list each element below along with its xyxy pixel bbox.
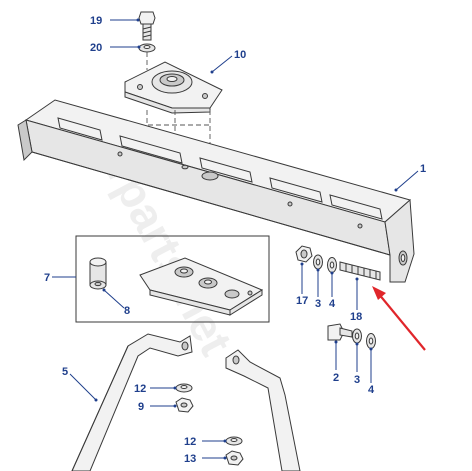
nut-13[interactable]	[225, 450, 244, 466]
stay-bar-partial[interactable]	[225, 349, 301, 471]
callout-3-upper: 3	[315, 298, 321, 310]
callout-13: 13	[184, 453, 196, 465]
nut-17[interactable]	[295, 245, 313, 263]
callout-1: 1	[420, 163, 426, 175]
washer-4-lower[interactable]	[366, 333, 376, 349]
callout-17: 17	[296, 295, 308, 307]
washer-3-lower[interactable]	[352, 328, 362, 344]
retainer-7[interactable]	[139, 257, 264, 316]
stud-18[interactable]	[339, 261, 381, 281]
bolt-19[interactable]	[138, 11, 156, 41]
callout-3-lower: 3	[354, 374, 360, 386]
washer-3-upper[interactable]	[313, 254, 323, 270]
crossmember-1[interactable]	[17, 99, 415, 283]
bolt-2[interactable]	[327, 323, 353, 341]
callout-12-lower: 12	[184, 436, 196, 448]
red-pointer-arrow	[372, 286, 426, 351]
callout-8: 8	[124, 305, 130, 317]
callout-4-upper: 4	[329, 298, 336, 310]
spacer-8[interactable]	[89, 257, 107, 290]
callout-5: 5	[62, 366, 68, 378]
callout-18: 18	[350, 311, 362, 323]
washer-4-upper[interactable]	[327, 257, 337, 273]
washer-20[interactable]	[138, 43, 156, 53]
callout-19: 19	[90, 15, 102, 27]
callout-10: 10	[234, 49, 246, 61]
leader-lines	[52, 18, 419, 460]
washer-12-lower[interactable]	[225, 436, 243, 446]
nut-9[interactable]	[175, 397, 194, 413]
callout-2: 2	[333, 372, 339, 384]
detail-box	[75, 235, 270, 323]
stay-bar-5[interactable]	[71, 333, 193, 471]
washer-12-upper[interactable]	[175, 383, 193, 393]
callout-20: 20	[90, 42, 102, 54]
callout-9: 9	[138, 401, 144, 413]
callout-4-lower: 4	[368, 384, 375, 396]
callout-12-upper: 12	[134, 383, 146, 395]
mounting-plate-10[interactable]	[124, 61, 223, 114]
callout-7: 7	[44, 272, 50, 284]
